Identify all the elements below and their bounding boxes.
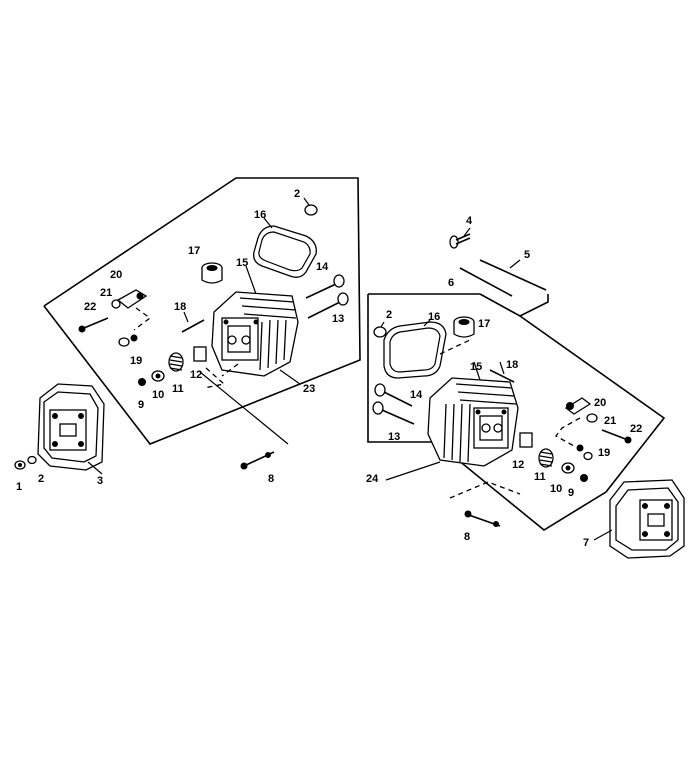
callout-9: 9 <box>138 399 144 411</box>
callout-14: 14 <box>410 389 423 401</box>
right-assembly: 4 5 6 2 16 17 15 18 14 13 20 21 22 19 12… <box>366 215 685 559</box>
callout-8: 8 <box>464 531 470 543</box>
pushrod-6-right <box>459 267 513 297</box>
gasket-small-right <box>373 326 387 338</box>
left-boundary <box>43 177 361 445</box>
pushrod-18-right <box>489 369 515 383</box>
left-assembly: 1 2 3 2 16 17 15 14 13 20 21 22 18 19 12… <box>14 177 361 493</box>
head-gasket-left <box>253 225 317 278</box>
callout-12: 12 <box>512 459 524 471</box>
callout-22: 22 <box>630 423 642 435</box>
pin-4-right <box>449 227 471 249</box>
valves-right <box>372 383 415 425</box>
callout-2: 2 <box>386 309 392 321</box>
callout-19: 19 <box>598 447 610 459</box>
callout-16: 16 <box>428 311 440 323</box>
callout-18: 18 <box>174 301 186 313</box>
callout-11: 11 <box>534 471 546 483</box>
stud-left <box>240 451 275 470</box>
head-gasket-right <box>383 321 447 379</box>
callout-17: 17 <box>188 245 200 257</box>
washer-left <box>27 455 37 465</box>
valves-left <box>305 274 349 319</box>
callout-17: 17 <box>478 318 490 330</box>
rocker-arm-right <box>564 397 592 415</box>
callout-10: 10 <box>152 389 164 401</box>
callout-18: 18 <box>506 359 518 371</box>
callout-14: 14 <box>316 261 329 273</box>
callout-20: 20 <box>110 269 122 281</box>
callout-15: 15 <box>236 257 248 269</box>
gasket-small-left <box>304 204 318 216</box>
callout-12: 12 <box>190 369 202 381</box>
callout-24: 24 <box>366 473 379 485</box>
valve-cover-right <box>609 479 685 559</box>
callout-1: 1 <box>16 481 22 493</box>
rocker-arm-left <box>111 289 148 309</box>
valve-seal-left <box>201 262 223 284</box>
valve-seal-right <box>453 316 475 338</box>
pushrod-left <box>181 319 205 333</box>
callout-21: 21 <box>604 415 616 427</box>
valve-cover-left <box>37 383 105 471</box>
spring-left <box>168 352 184 372</box>
callout-15: 15 <box>470 361 482 373</box>
callout-8: 8 <box>268 473 274 485</box>
nut-9-right <box>580 474 588 482</box>
right-boundary <box>479 293 549 317</box>
cylinder-head-right <box>427 377 519 467</box>
callout-16: 16 <box>254 209 266 221</box>
nut-9-left <box>138 378 146 386</box>
callout-2: 2 <box>294 188 300 200</box>
callout-6: 6 <box>448 277 454 289</box>
callout-23: 23 <box>303 383 315 395</box>
callout-19: 19 <box>130 355 142 367</box>
spring-right <box>538 448 554 468</box>
callout-13: 13 <box>332 313 344 325</box>
callout-3: 3 <box>97 475 103 487</box>
callout-2: 2 <box>38 473 44 485</box>
retainer-right <box>519 432 533 448</box>
callout-7: 7 <box>583 537 589 549</box>
callout-20: 20 <box>594 397 606 409</box>
callout-11: 11 <box>172 383 184 395</box>
cylinder-head-left <box>211 291 299 377</box>
retainer-left <box>193 346 207 362</box>
callout-9: 9 <box>568 487 574 499</box>
callout-10: 10 <box>550 483 562 495</box>
callout-22: 22 <box>84 301 96 313</box>
callout-4: 4 <box>466 215 473 227</box>
stud-right <box>464 510 501 527</box>
callout-13: 13 <box>388 431 400 443</box>
callout-5: 5 <box>524 249 530 261</box>
nut-left <box>14 460 26 470</box>
pushrod-5-right <box>479 259 547 291</box>
callout-21: 21 <box>100 287 112 299</box>
